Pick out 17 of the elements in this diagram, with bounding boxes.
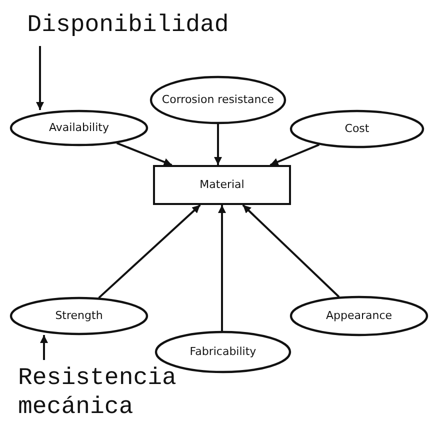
- node-label: Availability: [49, 122, 109, 134]
- arrow: [40, 335, 48, 360]
- node-label: Fabricability: [190, 346, 256, 358]
- node-label: Corrosion resistance: [162, 94, 274, 106]
- node-label: Cost: [344, 122, 370, 136]
- arrow: [242, 204, 340, 298]
- annotation-text: Resistencia mecánica: [18, 365, 178, 423]
- arrow: [214, 124, 222, 165]
- node-label: Strength: [55, 310, 103, 322]
- node-label: Material: [200, 178, 244, 192]
- arrow: [116, 142, 172, 166]
- arrow: [270, 144, 320, 166]
- node-label: Appearance: [326, 310, 392, 322]
- annotation-text: Disponibilidad: [27, 12, 229, 40]
- arrow: [218, 205, 226, 331]
- arrow: [98, 204, 201, 299]
- arrow: [36, 46, 44, 110]
